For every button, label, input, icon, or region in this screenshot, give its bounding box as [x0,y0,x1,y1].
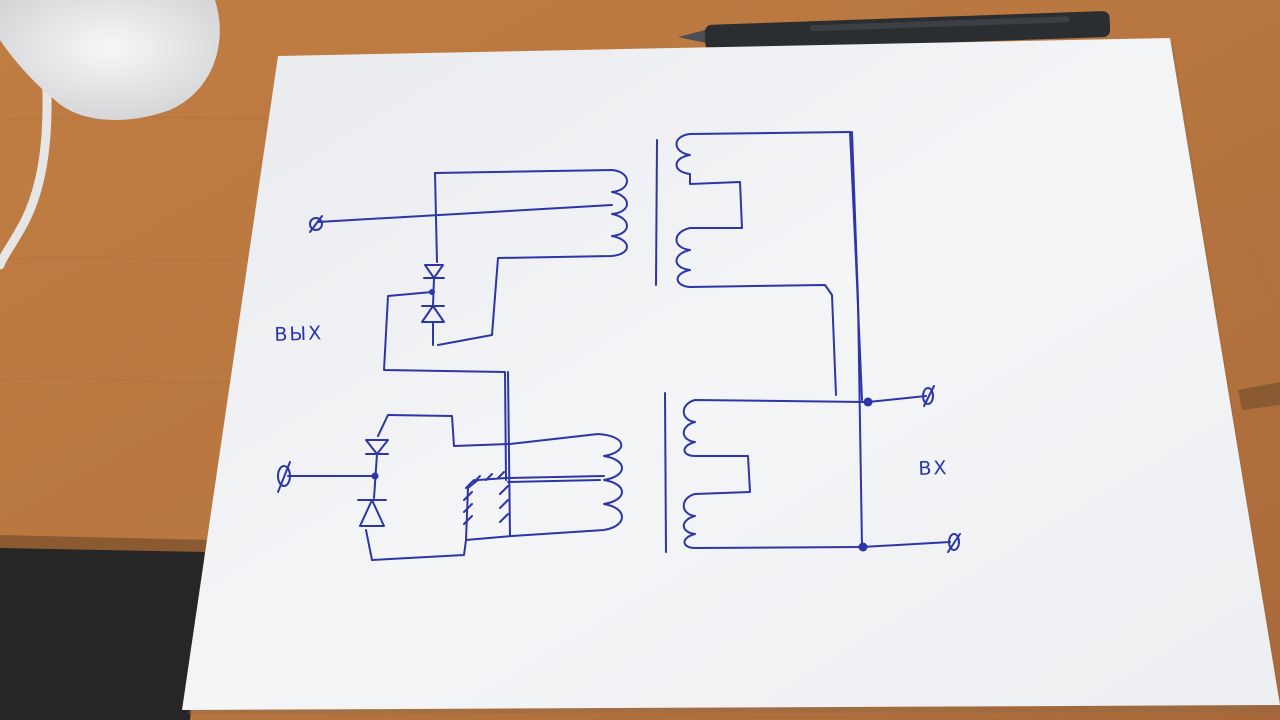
white-charger-with-cable [0,0,220,270]
output-label: ВЫХ [274,322,324,346]
pen-tip [678,30,706,43]
upper-primary-winding [675,131,851,396]
input-terminal-bottom [948,533,960,551]
upper-transformer-core [655,139,658,286]
capacitor-hatching [463,471,509,541]
pen-clip [809,16,1070,32]
lower-ground-bus-2 [507,479,601,483]
lower-ground-bus [505,475,605,479]
input-terminal-top [922,387,934,405]
input-bus [851,131,863,548]
input-wire-top [867,395,927,403]
lower-transformer-core [664,392,667,553]
output-terminal-top [309,217,323,231]
upper-output-tap [317,204,613,223]
paper-sheet [182,38,1280,710]
desk-right-edge [1238,382,1280,410]
junction-dots [371,289,873,552]
lower-diode-lead [377,414,389,437]
input-wire-bottom [861,541,951,548]
charger-body [0,0,220,121]
upper-diode-to-ground [383,291,507,481]
desk-edge [0,535,210,552]
pen [678,11,1111,51]
upper-center-lead [434,172,438,263]
upper-secondary-winding [434,169,628,346]
lower-secondary-winding [365,414,623,561]
hand-drawn-circuit [277,131,961,561]
lower-center-lead [507,371,511,537]
lower-primary-winding [682,399,866,549]
output-terminal-bottom [277,465,291,487]
desk-shadow-floor [0,545,205,720]
input-label: ВХ [918,456,949,480]
terminals [277,215,961,553]
